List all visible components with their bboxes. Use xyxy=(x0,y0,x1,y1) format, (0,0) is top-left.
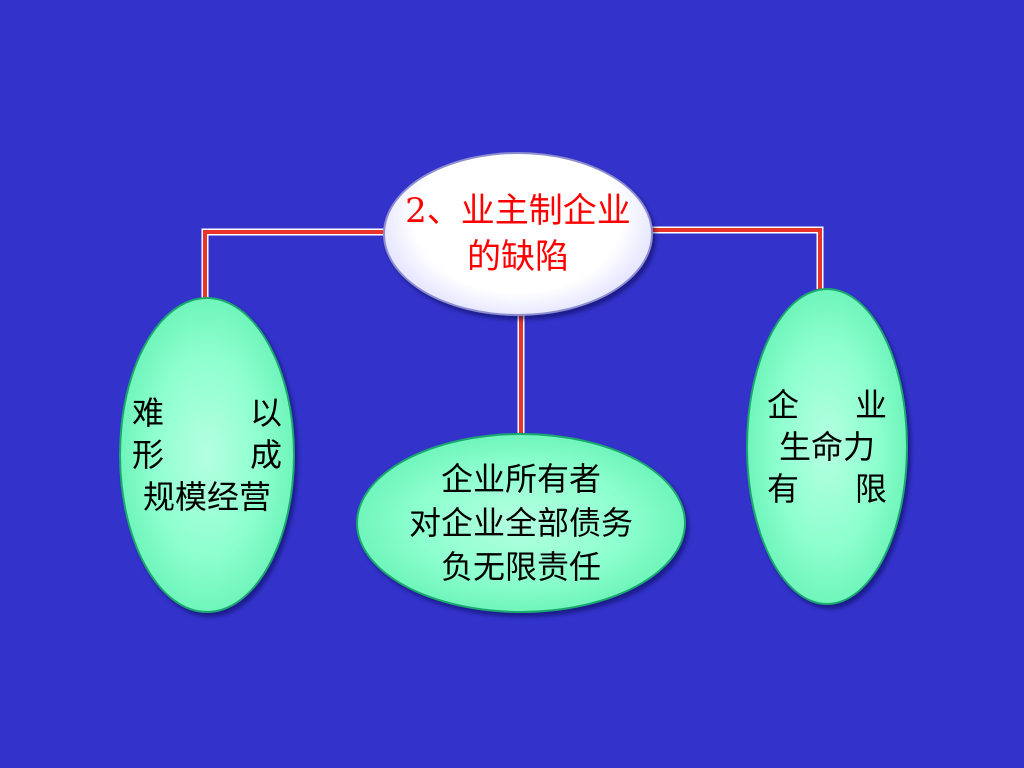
left-node: 难 以 形 成 规模经营 xyxy=(119,297,295,613)
right-line2: 生命力 xyxy=(778,427,875,466)
connector-left-inner xyxy=(203,230,386,298)
middle-line1: 企业所有者 xyxy=(440,460,601,498)
left-line3: 规模经营 xyxy=(142,478,271,516)
root-node-text: 2、业主制企业 的缺陷 xyxy=(405,188,631,280)
root-title-line2: 的缺陷 xyxy=(466,237,569,277)
right-line3-b: 限 xyxy=(854,469,887,508)
left-line2: 形 成 xyxy=(132,434,282,476)
left-line2-a: 形 xyxy=(132,436,165,474)
left-node-text: 难 以 形 成 规模经营 xyxy=(132,392,282,518)
connector-right xyxy=(650,226,824,289)
connector-left xyxy=(201,228,386,298)
right-line3: 有 限 xyxy=(767,468,887,510)
right-line1-a: 企 xyxy=(767,385,800,424)
left-line1: 难 以 xyxy=(132,392,282,434)
right-node-text: 企 业 生命力 有 限 xyxy=(767,384,887,510)
right-line1-b: 业 xyxy=(854,385,887,424)
right-line3-a: 有 xyxy=(767,469,800,508)
middle-line3: 负无限责任 xyxy=(440,548,601,586)
root-title-line1: 2、业主制企业 xyxy=(405,191,631,231)
left-line2-b: 成 xyxy=(249,436,282,474)
left-line1-a: 难 xyxy=(132,394,165,432)
connector-right-inner xyxy=(650,228,822,289)
right-line1: 企 业 xyxy=(767,384,887,426)
root-node: 2、业主制企业 的缺陷 xyxy=(383,152,653,316)
middle-node: 企业所有者 对企业全部债务 负无限责任 xyxy=(356,433,686,613)
right-node: 企 业 生命力 有 限 xyxy=(746,288,908,605)
middle-node-text: 企业所有者 对企业全部债务 负无限责任 xyxy=(409,457,633,589)
left-line1-b: 以 xyxy=(249,394,282,432)
middle-line2: 对企业全部债务 xyxy=(408,504,633,542)
